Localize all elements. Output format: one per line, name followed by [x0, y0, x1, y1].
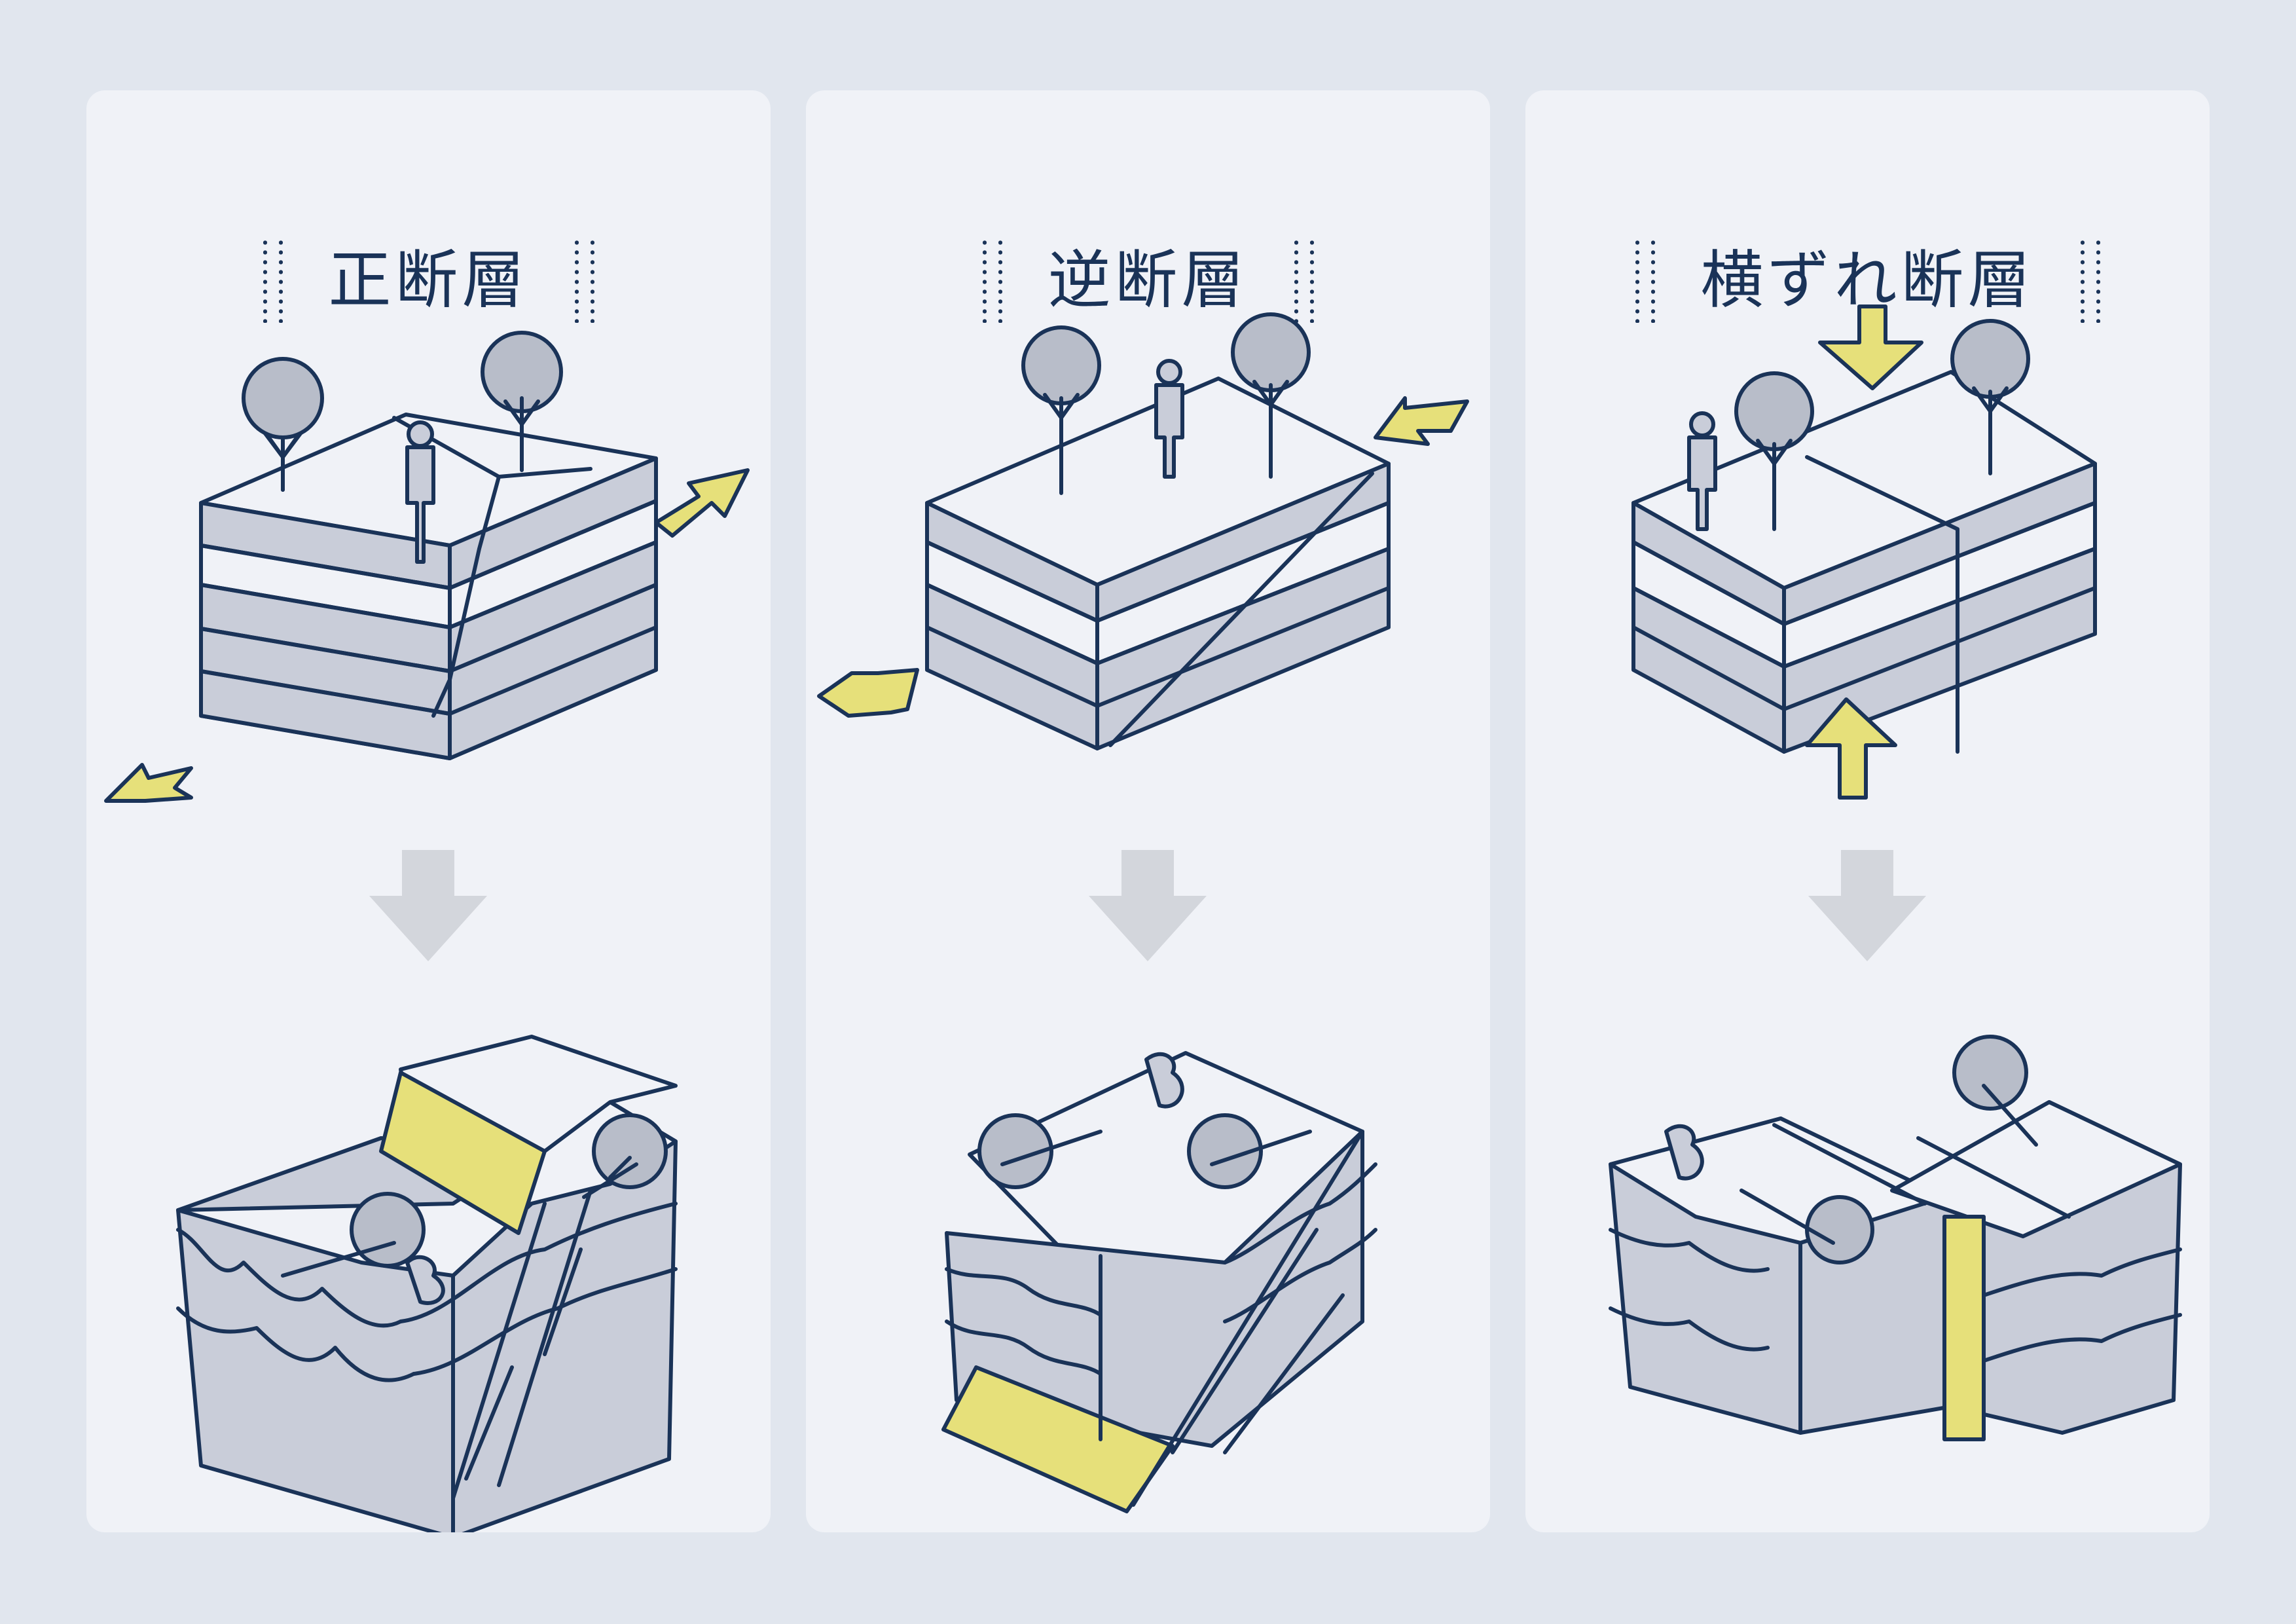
- tree-icon: [1952, 1035, 2038, 1147]
- reverse-fault-illustration: [817, 312, 1469, 1513]
- down-arrow-icon: [369, 850, 487, 961]
- dotted-divider-left: [263, 238, 283, 323]
- dotted-divider-right: [574, 238, 594, 323]
- force-arrow-icon: [817, 668, 919, 718]
- person-icon: [405, 420, 435, 564]
- tree-icon: [481, 331, 563, 472]
- panel-header: 横ずれ断層: [1525, 238, 2210, 323]
- down-arrow-icon: [1089, 850, 1207, 961]
- panel-normal-fault: 正断層: [86, 90, 771, 1532]
- force-arrow-icon: [104, 763, 193, 803]
- block-before: [925, 377, 1391, 750]
- dotted-divider-left: [982, 238, 1002, 323]
- panel-title: 横ずれ断層: [1700, 244, 2035, 317]
- tree-icon: [1740, 1189, 1874, 1264]
- dotted-divider-right: [1294, 238, 1314, 323]
- panel-title: 逆断層: [1048, 244, 1248, 317]
- panel-reverse-fault: 逆断層: [806, 90, 1490, 1532]
- tree-icon: [281, 1192, 426, 1278]
- person-icon: [1154, 359, 1184, 479]
- tree-icon: [1021, 325, 1101, 495]
- panel-title: 正断層: [328, 244, 529, 317]
- person-icon: [1664, 1124, 1704, 1181]
- down-arrow-icon: [1808, 850, 1926, 961]
- person-icon: [1144, 1052, 1184, 1109]
- panel-header: 正断層: [86, 238, 771, 323]
- tree-icon: [1950, 319, 2030, 475]
- tree-icon: [1187, 1113, 1312, 1189]
- block-before: [1631, 370, 2097, 754]
- normal-fault-illustration: [104, 331, 750, 1532]
- block-after: [176, 1035, 678, 1532]
- panel-strike-slip-fault: 横ずれ断層: [1525, 90, 2210, 1532]
- dotted-divider-right: [2080, 238, 2100, 323]
- force-arrow-icon: [1805, 697, 1897, 800]
- block-after: [941, 1051, 1377, 1513]
- tree-icon: [582, 1113, 668, 1199]
- person-icon: [405, 1255, 445, 1305]
- panel-header: 逆断層: [806, 238, 1490, 323]
- tree-icon: [1734, 371, 1814, 531]
- tree-icon: [1231, 312, 1311, 479]
- force-arrow-icon: [654, 468, 750, 538]
- force-arrow-icon: [1818, 304, 1923, 390]
- dotted-divider-left: [1635, 238, 1655, 323]
- strike-slip-fault-illustration: [1609, 304, 2182, 1441]
- person-icon: [1687, 411, 1717, 531]
- tree-icon: [242, 357, 324, 492]
- tree-icon: [977, 1113, 1102, 1189]
- force-arrow-icon: [1374, 396, 1469, 446]
